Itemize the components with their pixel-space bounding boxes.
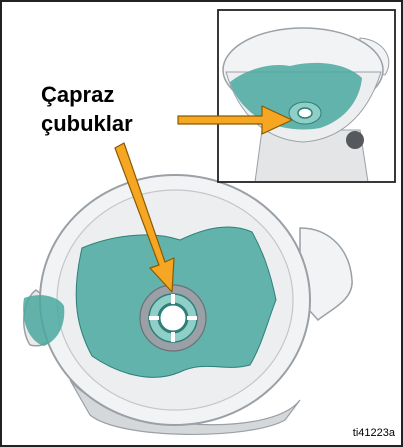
callout-label: Çapraz çubuklar (41, 80, 133, 138)
callout-line-1: Çapraz (41, 80, 133, 109)
figure-id: ti41223a (353, 427, 395, 439)
cross-bar-ring (159, 304, 187, 332)
main-cup (23, 175, 352, 434)
callout-line-2: çubuklar (41, 109, 133, 138)
inset-knob (346, 131, 364, 149)
inset-detail (218, 10, 395, 182)
